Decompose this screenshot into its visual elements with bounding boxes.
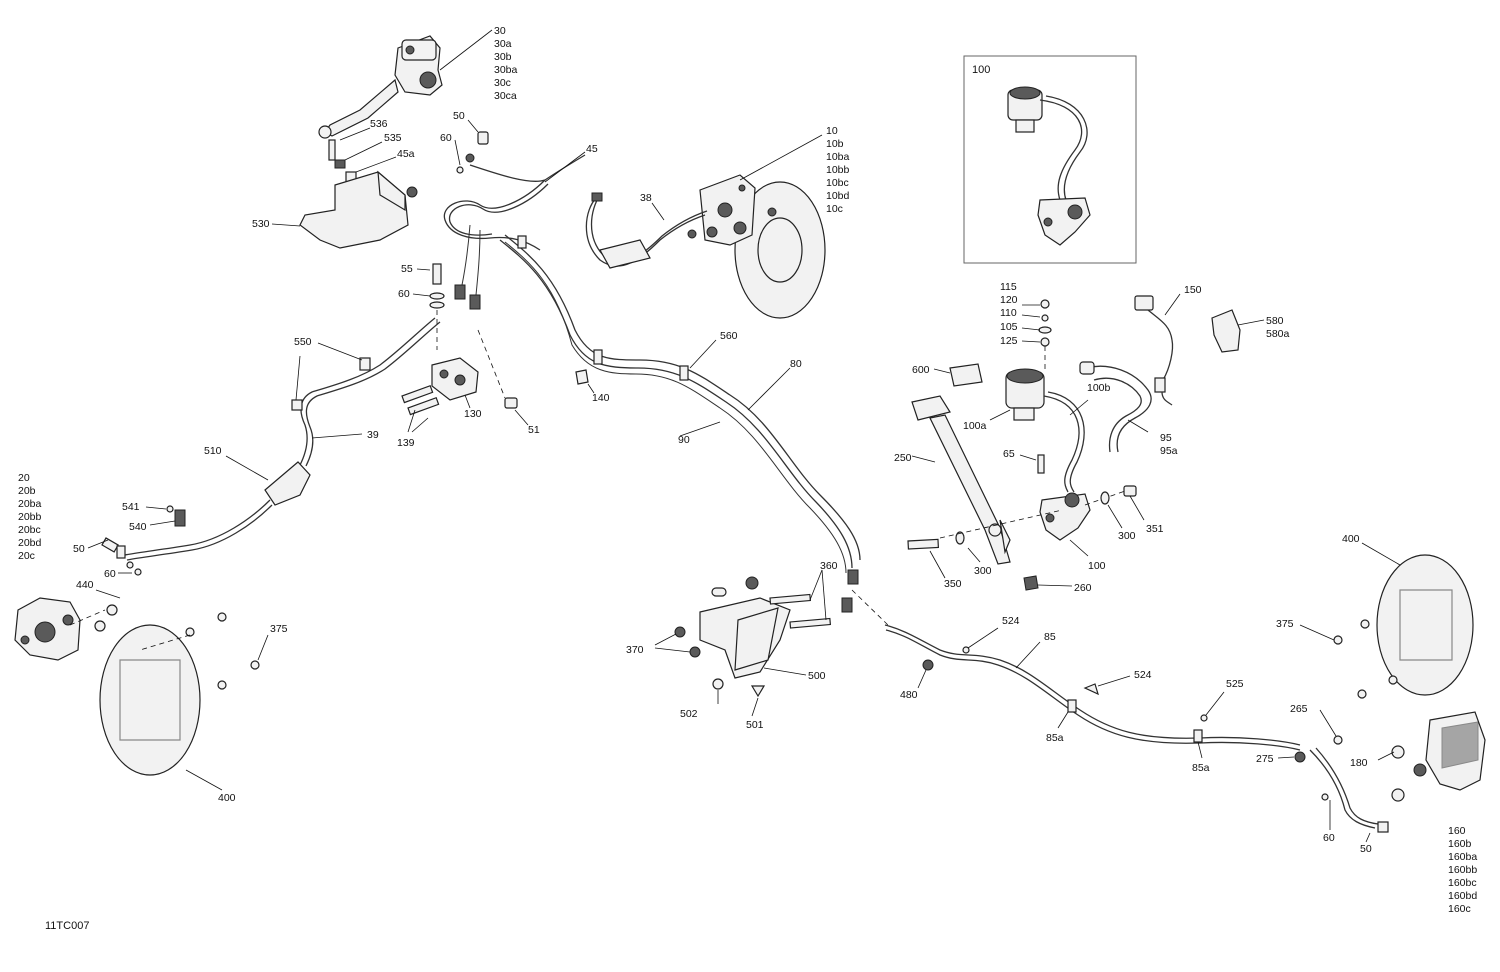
label-60-mid: 60 — [398, 288, 410, 300]
label-50-left: 50 — [73, 543, 85, 555]
brake-line-550-39 — [291, 317, 441, 467]
label-65: 65 — [1003, 448, 1015, 460]
label-375-right: 375 — [1276, 618, 1294, 630]
label-39: 39 — [367, 429, 379, 441]
label-510: 510 — [204, 445, 222, 457]
rear-brake-disc-400 — [1299, 542, 1474, 699]
label-550: 550 — [294, 336, 312, 348]
banjo-bolt-50-left — [87, 537, 142, 576]
lever-bracket-530 — [271, 127, 418, 249]
label-20-group: 20 20b 20ba 20bb 20bc 20bd 20c — [18, 472, 44, 562]
inset-label: 100 — [972, 64, 990, 76]
label-140: 140 — [592, 392, 610, 404]
label-50-top: 50 — [453, 110, 465, 122]
label-130: 130 — [464, 408, 482, 420]
label-60-top: 60 — [440, 132, 452, 144]
label-300-left: 300 — [974, 565, 992, 577]
label-300-right: 300 — [1118, 530, 1136, 542]
label-105: 105 — [1000, 321, 1018, 333]
reservoir-hose-95 — [1079, 361, 1152, 453]
label-360: 360 — [820, 560, 838, 572]
label-90: 90 — [678, 434, 690, 446]
label-501: 501 — [746, 719, 764, 731]
label-100: 100 — [1088, 560, 1106, 572]
label-95: 95 — [1160, 432, 1172, 444]
label-535: 535 — [384, 132, 402, 144]
banjo-bolt-55 — [412, 263, 445, 350]
label-160-group: 160 160b 160ba 160bb 160bc 160bd 160c — [1448, 825, 1480, 915]
label-45a: 45a — [397, 148, 415, 160]
clip-140 — [575, 369, 595, 394]
label-400-left: 400 — [218, 792, 236, 804]
label-50-right: 50 — [1360, 843, 1372, 855]
label-38: 38 — [640, 192, 652, 204]
label-110: 110 — [1000, 307, 1017, 319]
label-115: 115 — [1000, 281, 1017, 293]
left-front-brake-hose-510 — [124, 455, 311, 561]
label-500: 500 — [808, 670, 826, 682]
label-275: 275 — [1256, 753, 1274, 765]
front-right-brake-hose-38 — [585, 192, 708, 269]
label-502: 502 — [680, 708, 698, 720]
label-260: 260 — [1074, 582, 1092, 594]
label-400-right: 400 — [1342, 533, 1360, 545]
label-480: 480 — [900, 689, 918, 701]
label-524-a: 524 — [1002, 615, 1020, 627]
part-number-labels: 30 30a 30b 30ba 30c 30ca 10 10b 10ba 10b… — [18, 25, 1480, 932]
label-540: 540 — [129, 521, 147, 533]
label-580a: 580a — [1266, 328, 1290, 340]
front-left-caliper-20 — [14, 589, 121, 661]
label-55: 55 — [401, 263, 413, 275]
inset-box-master-cylinder: 100 — [963, 55, 1137, 264]
label-150: 150 — [1184, 284, 1202, 296]
brake-light-switch-150 — [1134, 293, 1181, 406]
label-100b: 100b — [1087, 382, 1111, 394]
label-351: 351 — [1146, 523, 1164, 535]
label-580: 580 — [1266, 315, 1284, 327]
label-560: 560 — [720, 330, 738, 342]
handlebar-master-cylinder — [318, 29, 493, 139]
label-375-left: 375 — [270, 623, 288, 635]
label-250: 250 — [894, 452, 912, 464]
rear-brake-line-85 — [851, 589, 1301, 759]
label-85a-b: 85a — [1192, 762, 1210, 774]
label-10-group: 10 10b 10ba 10bb 10bc 10bd 10c — [826, 125, 852, 215]
rear-caliper-160 — [1277, 709, 1486, 843]
front-right-caliper-and-disc — [687, 134, 826, 319]
label-85: 85 — [1044, 631, 1056, 643]
label-80: 80 — [790, 358, 802, 370]
bracket-500 — [654, 569, 832, 717]
label-100a: 100a — [963, 420, 987, 432]
label-541: 541 — [122, 501, 140, 513]
label-370: 370 — [626, 644, 644, 656]
label-60-right: 60 — [1323, 832, 1335, 844]
label-350: 350 — [944, 578, 962, 590]
brake-hose-45 — [443, 151, 586, 310]
label-30-group: 30 30a 30b 30ba 30c 30ca — [494, 25, 520, 102]
proportioning-valve-130 — [401, 329, 529, 433]
figure-reference: 11TC007 — [45, 920, 89, 932]
label-125: 125 — [1000, 335, 1018, 347]
main-brake-line-560-80-90 — [499, 234, 861, 613]
label-536: 536 — [370, 118, 388, 130]
label-85a-a: 85a — [1046, 732, 1064, 744]
label-440: 440 — [76, 579, 94, 591]
label-524-b: 524 — [1134, 669, 1152, 681]
label-139: 139 — [397, 437, 415, 449]
front-left-brake-disc-400 — [99, 612, 269, 791]
label-265: 265 — [1290, 703, 1308, 715]
label-120: 120 — [1000, 294, 1018, 306]
rear-master-cylinder-and-pedal — [907, 299, 1145, 591]
banjo-bolt-50-top — [454, 119, 489, 174]
label-525: 525 — [1226, 678, 1244, 690]
label-600: 600 — [912, 364, 930, 376]
cover-580 — [1211, 309, 1265, 353]
label-180: 180 — [1350, 757, 1368, 769]
label-60-left: 60 — [104, 568, 116, 580]
label-45: 45 — [586, 143, 598, 155]
label-95a: 95a — [1160, 445, 1178, 457]
label-530: 530 — [252, 218, 270, 230]
label-51: 51 — [528, 424, 540, 436]
